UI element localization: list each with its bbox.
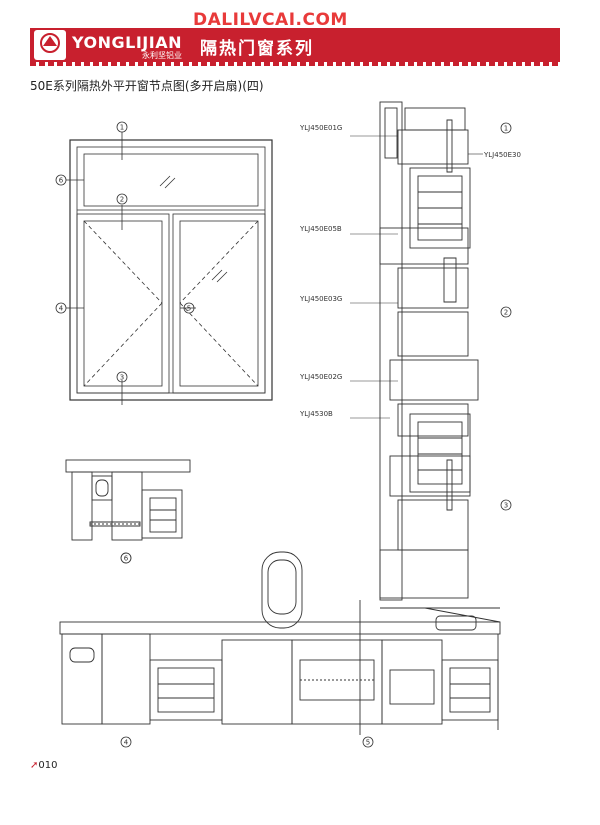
part-label-3: YLJ450E05B [299, 225, 342, 233]
part-label-2: YLJ450E30 [483, 151, 521, 159]
banner-dots [30, 62, 560, 66]
section-marker-1: 1 [504, 125, 508, 133]
detail-marker-6: 6 [124, 555, 129, 563]
elevation-markers [55, 121, 195, 383]
page-number: ➚010 [30, 760, 57, 771]
section-marker-2: 2 [504, 309, 508, 317]
detail-marker-4: 4 [124, 739, 129, 747]
marker-5: 5 [187, 305, 191, 313]
logo-icon [40, 33, 60, 53]
marker-3: 3 [120, 374, 124, 382]
brand-name: YONGLIJIAN [72, 33, 182, 52]
page-mark-icon: ➚ [30, 760, 39, 771]
section-markers [500, 122, 512, 511]
header-banner [30, 28, 560, 62]
marker-6: 6 [59, 177, 64, 185]
page-title: 50E系列隔热外平开窗节点图(多开启扇)(四) [30, 79, 264, 93]
brand-sub: 永利坚铝业 [142, 51, 182, 60]
page-number-text: 010 [38, 760, 58, 771]
brand-logo [34, 30, 66, 60]
detail-marker-5: 5 [366, 739, 370, 747]
part-label-4: YLJ450E03G [299, 295, 342, 303]
horizontal-section [59, 551, 501, 735]
detail-markers [120, 736, 374, 748]
logo-tag: 名牌 [34, 54, 47, 61]
vertical-section [379, 101, 479, 601]
marker-2: 2 [120, 196, 124, 204]
window-elevation [66, 132, 273, 405]
part-label-5: YLJ450E02G [299, 373, 342, 381]
marker-1: 1 [120, 124, 124, 132]
marker-4: 4 [59, 305, 64, 313]
section-marker-3: 3 [504, 502, 508, 510]
series-title: 隔热门窗系列 [200, 39, 314, 59]
part-label-6: YLJ4530B [299, 410, 333, 418]
watermark: DALILVCAI.COM [193, 10, 348, 30]
part-label-1: YLJ450E01G [299, 124, 342, 132]
callout-lines [350, 135, 483, 419]
detail-6 [65, 459, 191, 564]
